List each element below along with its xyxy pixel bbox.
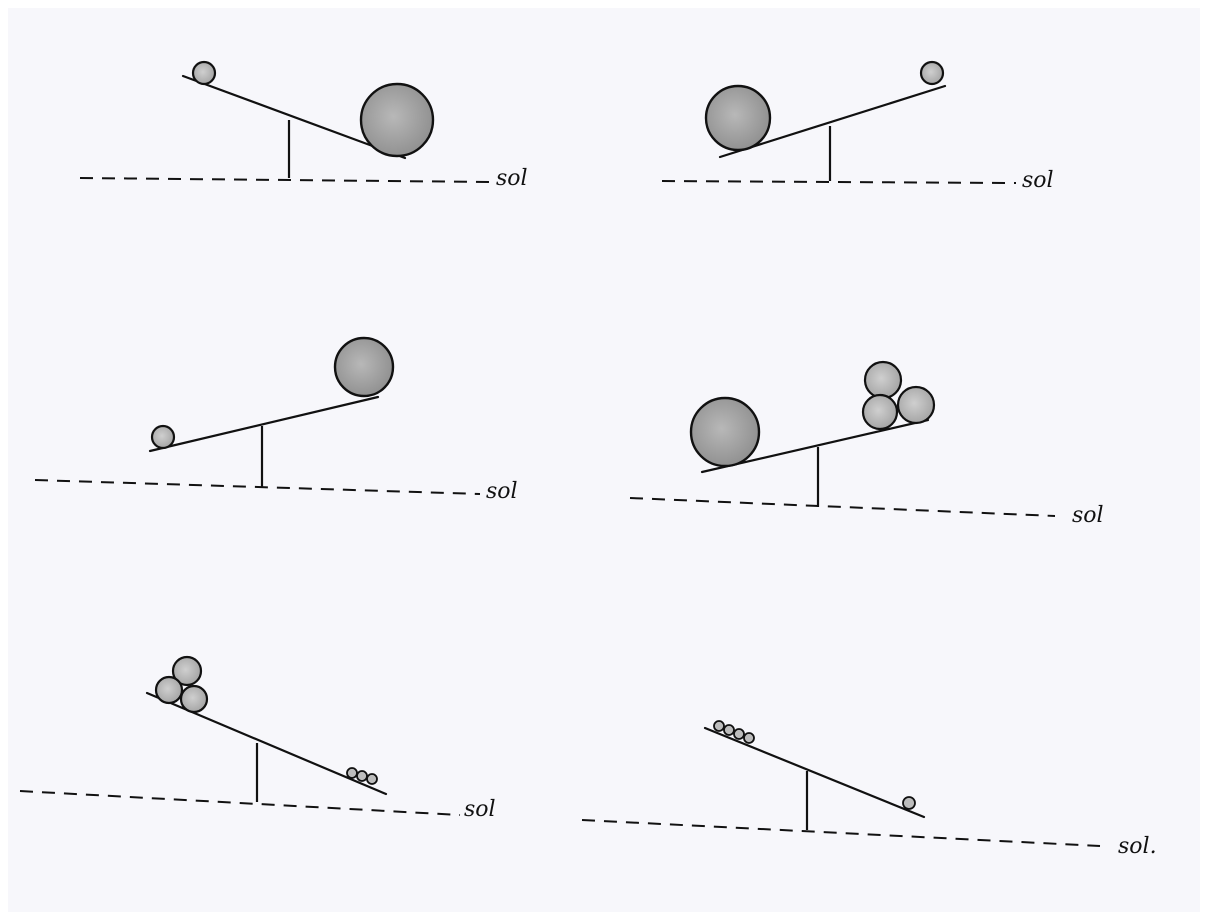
ground-label: sol xyxy=(464,797,496,822)
stacked-ball-right xyxy=(181,686,207,712)
small-ball xyxy=(193,62,215,84)
tiny-ball xyxy=(714,721,724,731)
stacked-ball-left xyxy=(156,677,182,703)
tiny-ball xyxy=(744,733,754,743)
tiny-ball xyxy=(347,768,357,778)
tiny-ball xyxy=(367,774,377,784)
tiny-ball xyxy=(734,729,744,739)
stacked-ball-right xyxy=(898,387,934,423)
tiny-ball xyxy=(357,771,367,781)
ground-label: sol. xyxy=(1118,834,1157,859)
ground-label: sol xyxy=(496,166,528,191)
panel-middle-left: sol xyxy=(35,338,518,504)
seesaw-beam xyxy=(150,397,378,451)
ground-line xyxy=(35,480,480,494)
ground-line xyxy=(80,178,492,182)
small-ball xyxy=(152,426,174,448)
panel-bottom-right: sol. xyxy=(582,721,1157,859)
stacked-ball-top xyxy=(865,362,901,398)
panel-bottom-left: sol xyxy=(20,657,496,822)
seesaw-beam xyxy=(147,693,386,794)
large-ball xyxy=(706,86,770,150)
ground-label: sol xyxy=(486,479,518,504)
tiny-ball xyxy=(724,725,734,735)
large-ball xyxy=(361,84,433,156)
ground-line xyxy=(20,791,460,815)
panel-top-left: sol xyxy=(80,62,528,191)
ground-line xyxy=(582,820,1100,846)
panel-middle-right: sol xyxy=(630,362,1104,528)
tiny-ball xyxy=(903,797,915,809)
panel-top-right: sol xyxy=(662,62,1054,193)
large-ball xyxy=(691,398,759,466)
small-ball xyxy=(921,62,943,84)
ground-label: sol xyxy=(1072,503,1104,528)
stacked-ball-left xyxy=(863,395,897,429)
ground-label: sol xyxy=(1022,168,1054,193)
seesaw-beam xyxy=(705,728,924,817)
large-ball xyxy=(335,338,393,396)
ground-line xyxy=(662,181,1016,183)
ground-line xyxy=(630,498,1055,516)
